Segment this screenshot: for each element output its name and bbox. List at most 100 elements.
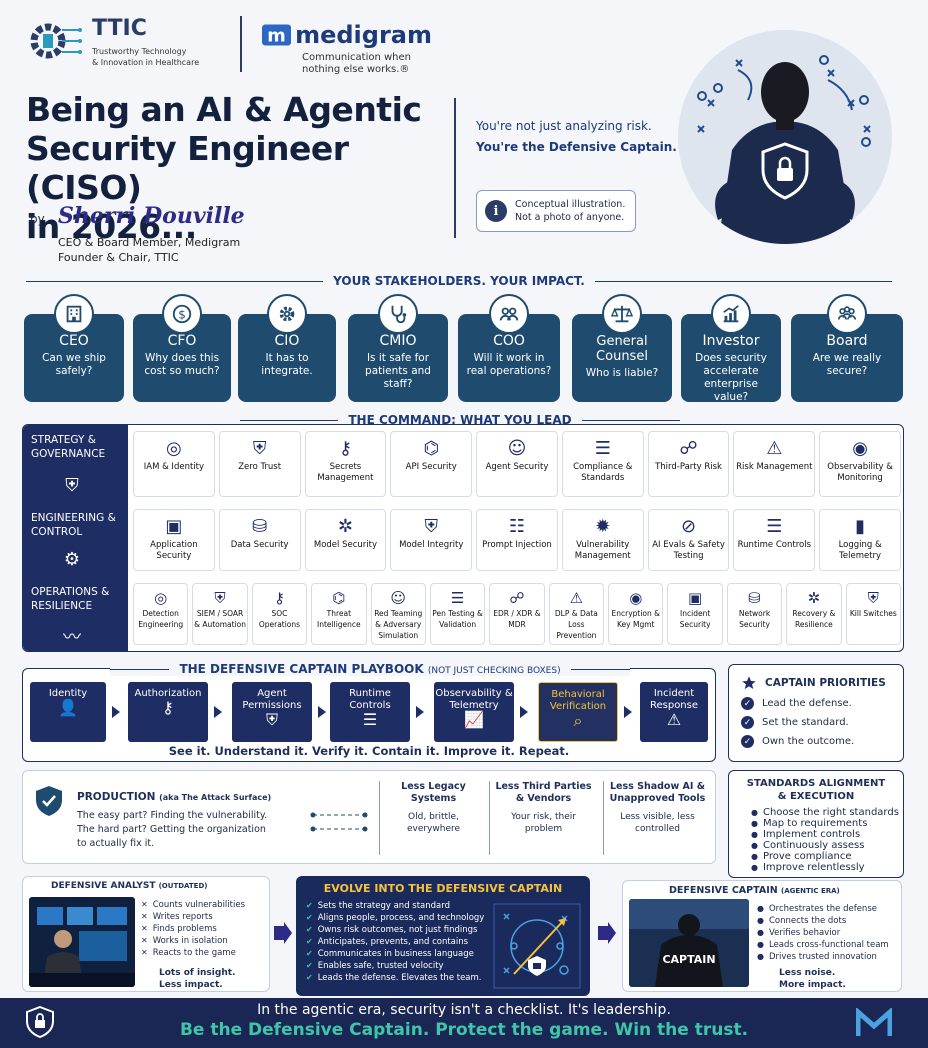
list-item-text: Connects the dots bbox=[768, 916, 847, 926]
check-icon: ✔ bbox=[306, 937, 313, 946]
list-item: ✕Reacts to the game bbox=[141, 947, 245, 959]
analyst-summary-2: Less impact. bbox=[159, 980, 223, 990]
production-line-3: to actually fix it. bbox=[77, 838, 155, 849]
command-tile-edr-xdr-and-mdr: ☍EDR / XDR & MDR bbox=[489, 583, 545, 645]
soc-operations-icon: ⚷ bbox=[273, 589, 285, 607]
production-column-sub: Your risk, their problem bbox=[511, 812, 576, 834]
command-tile-label: Application Security bbox=[150, 540, 198, 561]
playbook-arrow-icon bbox=[214, 706, 222, 718]
command-tile-label: Third-Party Risk bbox=[655, 462, 722, 472]
command-tile-label: Detection Engineering bbox=[138, 609, 184, 629]
data-security-icon: ⛁ bbox=[252, 516, 268, 537]
command-tile-runtime-controls: ☰Runtime Controls bbox=[733, 509, 816, 571]
command-tile-label: Logging & Telemetry bbox=[838, 540, 882, 561]
check-icon: ✓ bbox=[741, 716, 754, 729]
network-security-icon: ⛁ bbox=[748, 589, 761, 607]
command-tile-label: Prompt Injection bbox=[482, 540, 552, 550]
list-item: ✕Counts vulnerabilities bbox=[141, 899, 245, 911]
list-item-text: Finds problems bbox=[152, 924, 217, 934]
list-item: ●Choose the right standards bbox=[751, 807, 903, 818]
stakeholder-question: It has to integrate. bbox=[261, 352, 313, 377]
playbook-arrow-icon bbox=[112, 706, 120, 718]
agent-permissions-icon: ⛨ bbox=[265, 710, 278, 729]
command-tile-label: API Security bbox=[405, 462, 457, 472]
evolve-panel: EVOLVE INTO THE DEFENSIVE CAPTAIN ✔Sets … bbox=[296, 876, 590, 996]
row-label-operations-and-resilience: OPERATIONS & RESILIENCE bbox=[23, 577, 128, 651]
command-tile-dlp-and-data-loss-prevention: ⚠DLP & Data Loss Prevention bbox=[548, 583, 605, 645]
analyst-summary-1: Lots of insight. bbox=[159, 968, 236, 978]
list-item-text: Map to requirements bbox=[762, 818, 868, 829]
check-icon: ● bbox=[751, 819, 758, 828]
list-item-text: Drives trusted innovation bbox=[768, 952, 877, 962]
standards-heading-2: & EXECUTION bbox=[777, 791, 855, 802]
check-icon: ● bbox=[751, 852, 758, 861]
command-tile-vulnerability-management: ✹Vulnerability Management bbox=[561, 509, 644, 571]
x-icon: ✕ bbox=[141, 912, 148, 921]
by-label: by bbox=[30, 212, 45, 226]
strategy-board-icon bbox=[493, 903, 581, 989]
check-icon: ✔ bbox=[306, 949, 313, 958]
medigram-m-icon: m bbox=[262, 24, 292, 46]
list-item-text: Continuously assess bbox=[762, 840, 865, 851]
command-tile-label: Model Integrity bbox=[399, 540, 464, 550]
command-tile-red-teaming-and-adversary-simulation: ☺Red Teaming & Adversary Simulation bbox=[370, 583, 426, 645]
growth-chart-icon bbox=[711, 294, 751, 334]
analyst-title-note: (OUTDATED) bbox=[158, 882, 208, 890]
vulnerability-management-icon: ✹ bbox=[595, 516, 611, 537]
list-item-text: Orchestrates the defense bbox=[768, 904, 877, 914]
title-divider bbox=[454, 98, 456, 238]
playbook-step-label: Identity bbox=[48, 688, 88, 699]
stakeholders-heading-text: YOUR STAKEHOLDERS. YOUR IMPACT. bbox=[333, 274, 585, 288]
header-divider bbox=[240, 16, 242, 72]
stakeholders-heading: YOUR STAKEHOLDERS. YOUR IMPACT. bbox=[26, 274, 892, 288]
command-tile-network-security: ⛁Network Security bbox=[726, 583, 783, 645]
playbook-footer: See it. Understand it. Verify it. Contai… bbox=[168, 744, 570, 758]
command-tile-application-security: ▣Application Security bbox=[133, 509, 215, 571]
list-item: ●Connects the dots bbox=[757, 915, 889, 927]
list-item: ●Verifies behavior bbox=[757, 927, 889, 939]
command-tile-siem-soar-and-automation: ⛨SIEM / SOAR & Automation bbox=[192, 583, 248, 645]
playbook-step-observability-and-telemetry: Observability & Telemetry📈 bbox=[434, 682, 514, 742]
medigram-tagline-2: nothing else works.® bbox=[302, 64, 410, 75]
priority-item: ✓ Lead the defense. bbox=[741, 697, 891, 710]
incident-response-icon: ⚠ bbox=[666, 710, 682, 729]
stakeholder-name: Board bbox=[826, 333, 868, 349]
list-item: ✔Sets the strategy and standard bbox=[306, 900, 484, 912]
command-tile-risk-management: ⚠Risk Management bbox=[733, 431, 816, 497]
list-item: ✔Owns risk outcomes, not just findings bbox=[306, 924, 484, 936]
incident-security-icon: ▣ bbox=[688, 589, 703, 607]
captain-photo: CAPTAIN bbox=[629, 899, 749, 987]
edr-xdr-and-mdr-icon: ☍ bbox=[509, 589, 525, 607]
list-item-text: Writes reports bbox=[152, 912, 213, 922]
playbook-step-authorization: Authorization⚷ bbox=[128, 682, 208, 742]
command-tile-label: Observability & Monitoring bbox=[827, 462, 893, 483]
check-icon: ✓ bbox=[741, 697, 754, 710]
arrow-right-icon-2 bbox=[598, 922, 616, 944]
playbook-step-incident-response: Incident Response⚠ bbox=[640, 682, 708, 742]
title-line-3: in 2026... bbox=[26, 207, 197, 246]
command-tile-iam-and-identity: ◎IAM & Identity bbox=[133, 431, 215, 497]
third-party-risk-icon: ☍ bbox=[679, 438, 698, 459]
list-item-text: Prove compliance bbox=[762, 851, 852, 862]
command-tile-compliance-and-standards: ☰Compliance & Standards bbox=[561, 431, 644, 497]
author-roles: CEO & Board Member, Medigram Founder & C… bbox=[58, 235, 240, 265]
priority-item: ✓Set the standard. bbox=[741, 716, 891, 729]
command-tile-model-integrity: ⛨Model Integrity bbox=[390, 509, 473, 571]
command-tile-pen-testing-and-validation: ☰Pen Testing & Validation bbox=[429, 583, 486, 645]
observability-and-monitoring-icon: ◉ bbox=[852, 438, 868, 459]
note-line-1: Conceptual illustration. bbox=[515, 199, 626, 210]
list-item-text: Aligns people, process, and technology bbox=[317, 913, 485, 923]
list-item-text: Anticipates, prevents, and contains bbox=[317, 937, 469, 947]
command-tile-detection-engineering: ◎Detection Engineering bbox=[133, 583, 189, 645]
list-item: ✔ Anticipates, prevents, and contains bbox=[306, 936, 484, 948]
priority-item: ✓Own the outcome. bbox=[741, 735, 891, 748]
tagline-2: You're the Defensive Captain. bbox=[476, 140, 677, 154]
priority-text: Lead the defense. bbox=[762, 698, 852, 709]
scales-icon bbox=[602, 294, 642, 334]
command-tile-data-security: ⛁Data Security bbox=[218, 509, 301, 571]
gear-icon bbox=[267, 294, 307, 334]
stakeholder-name: CIO bbox=[274, 333, 300, 349]
